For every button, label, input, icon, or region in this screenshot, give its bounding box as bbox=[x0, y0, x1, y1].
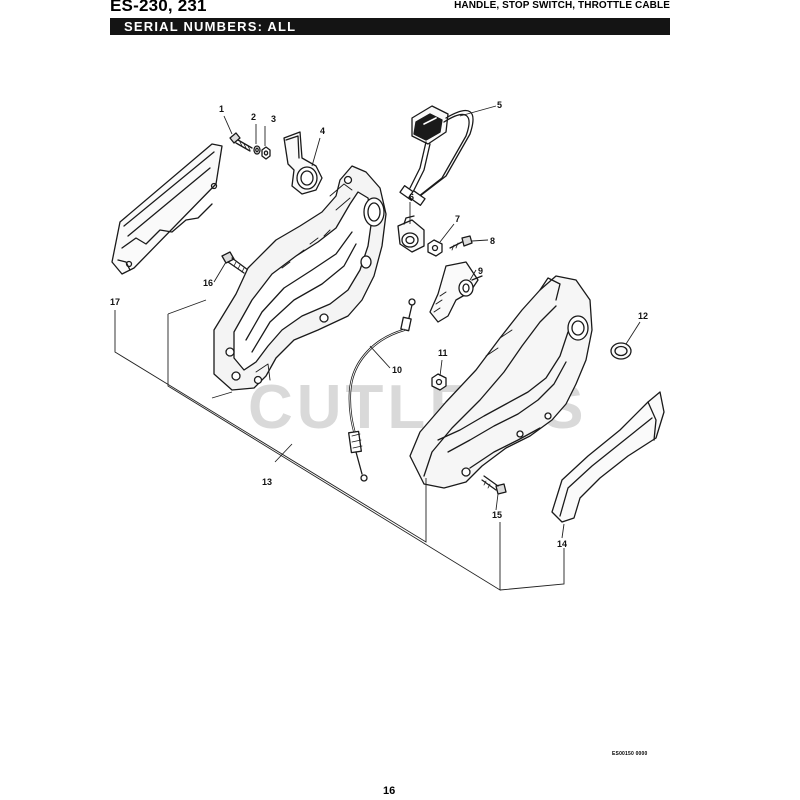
serial-numbers-label: SERIAL NUMBERS: ALL bbox=[124, 19, 297, 34]
part-8-screw bbox=[449, 235, 473, 251]
callout-9: 9 bbox=[478, 266, 483, 276]
callout-14: 14 bbox=[557, 539, 567, 549]
part-2-washer bbox=[253, 145, 261, 155]
part-16-screw bbox=[221, 251, 249, 274]
callout-11: 11 bbox=[438, 348, 448, 358]
serial-numbers-bar: SERIAL NUMBERS: ALL bbox=[110, 18, 670, 35]
part-14-grip-cover bbox=[551, 391, 665, 523]
callout-labels: 1 2 3 4 5 6 7 8 9 10 11 12 13 14 15 16 1… bbox=[110, 100, 648, 549]
callout-5: 5 bbox=[497, 100, 502, 110]
section-title: HANDLE, STOP SWITCH, THROTTLE CABLE bbox=[454, 0, 670, 11]
callout-2: 2 bbox=[251, 112, 256, 122]
callout-17: 17 bbox=[110, 297, 120, 307]
part-15-screw bbox=[481, 475, 507, 495]
part-4-throttle-trigger bbox=[283, 131, 323, 195]
handle-frame-inner bbox=[213, 165, 387, 391]
part-17-grip-strip bbox=[111, 143, 223, 275]
part-7-nut bbox=[427, 239, 443, 257]
part-10-throttle-cable bbox=[348, 298, 416, 482]
part-6-switch-knob bbox=[397, 215, 425, 253]
callout-7: 7 bbox=[455, 214, 460, 224]
part-1-bolt bbox=[229, 132, 253, 152]
model-heading: ES-230, 231 bbox=[110, 0, 207, 15]
handle-cover-outer bbox=[409, 275, 593, 489]
figure-code: ES00150 0000 bbox=[612, 751, 648, 757]
callout-15: 15 bbox=[492, 510, 502, 520]
part-9-lockout-lever bbox=[429, 261, 483, 323]
page-number: 16 bbox=[383, 785, 396, 797]
callout-10: 10 bbox=[392, 365, 402, 375]
part-12-plug bbox=[610, 342, 632, 360]
callout-16: 16 bbox=[203, 278, 213, 288]
callout-3: 3 bbox=[271, 114, 276, 124]
callout-1: 1 bbox=[219, 104, 224, 114]
callout-6: 6 bbox=[409, 192, 414, 202]
callout-12: 12 bbox=[638, 311, 648, 321]
callout-4: 4 bbox=[320, 126, 325, 136]
callout-8: 8 bbox=[490, 236, 495, 246]
part-11-nut bbox=[431, 373, 447, 391]
callout-13: 13 bbox=[262, 477, 272, 487]
part-3-nut bbox=[261, 146, 271, 160]
part-5-stop-switch bbox=[399, 105, 474, 206]
